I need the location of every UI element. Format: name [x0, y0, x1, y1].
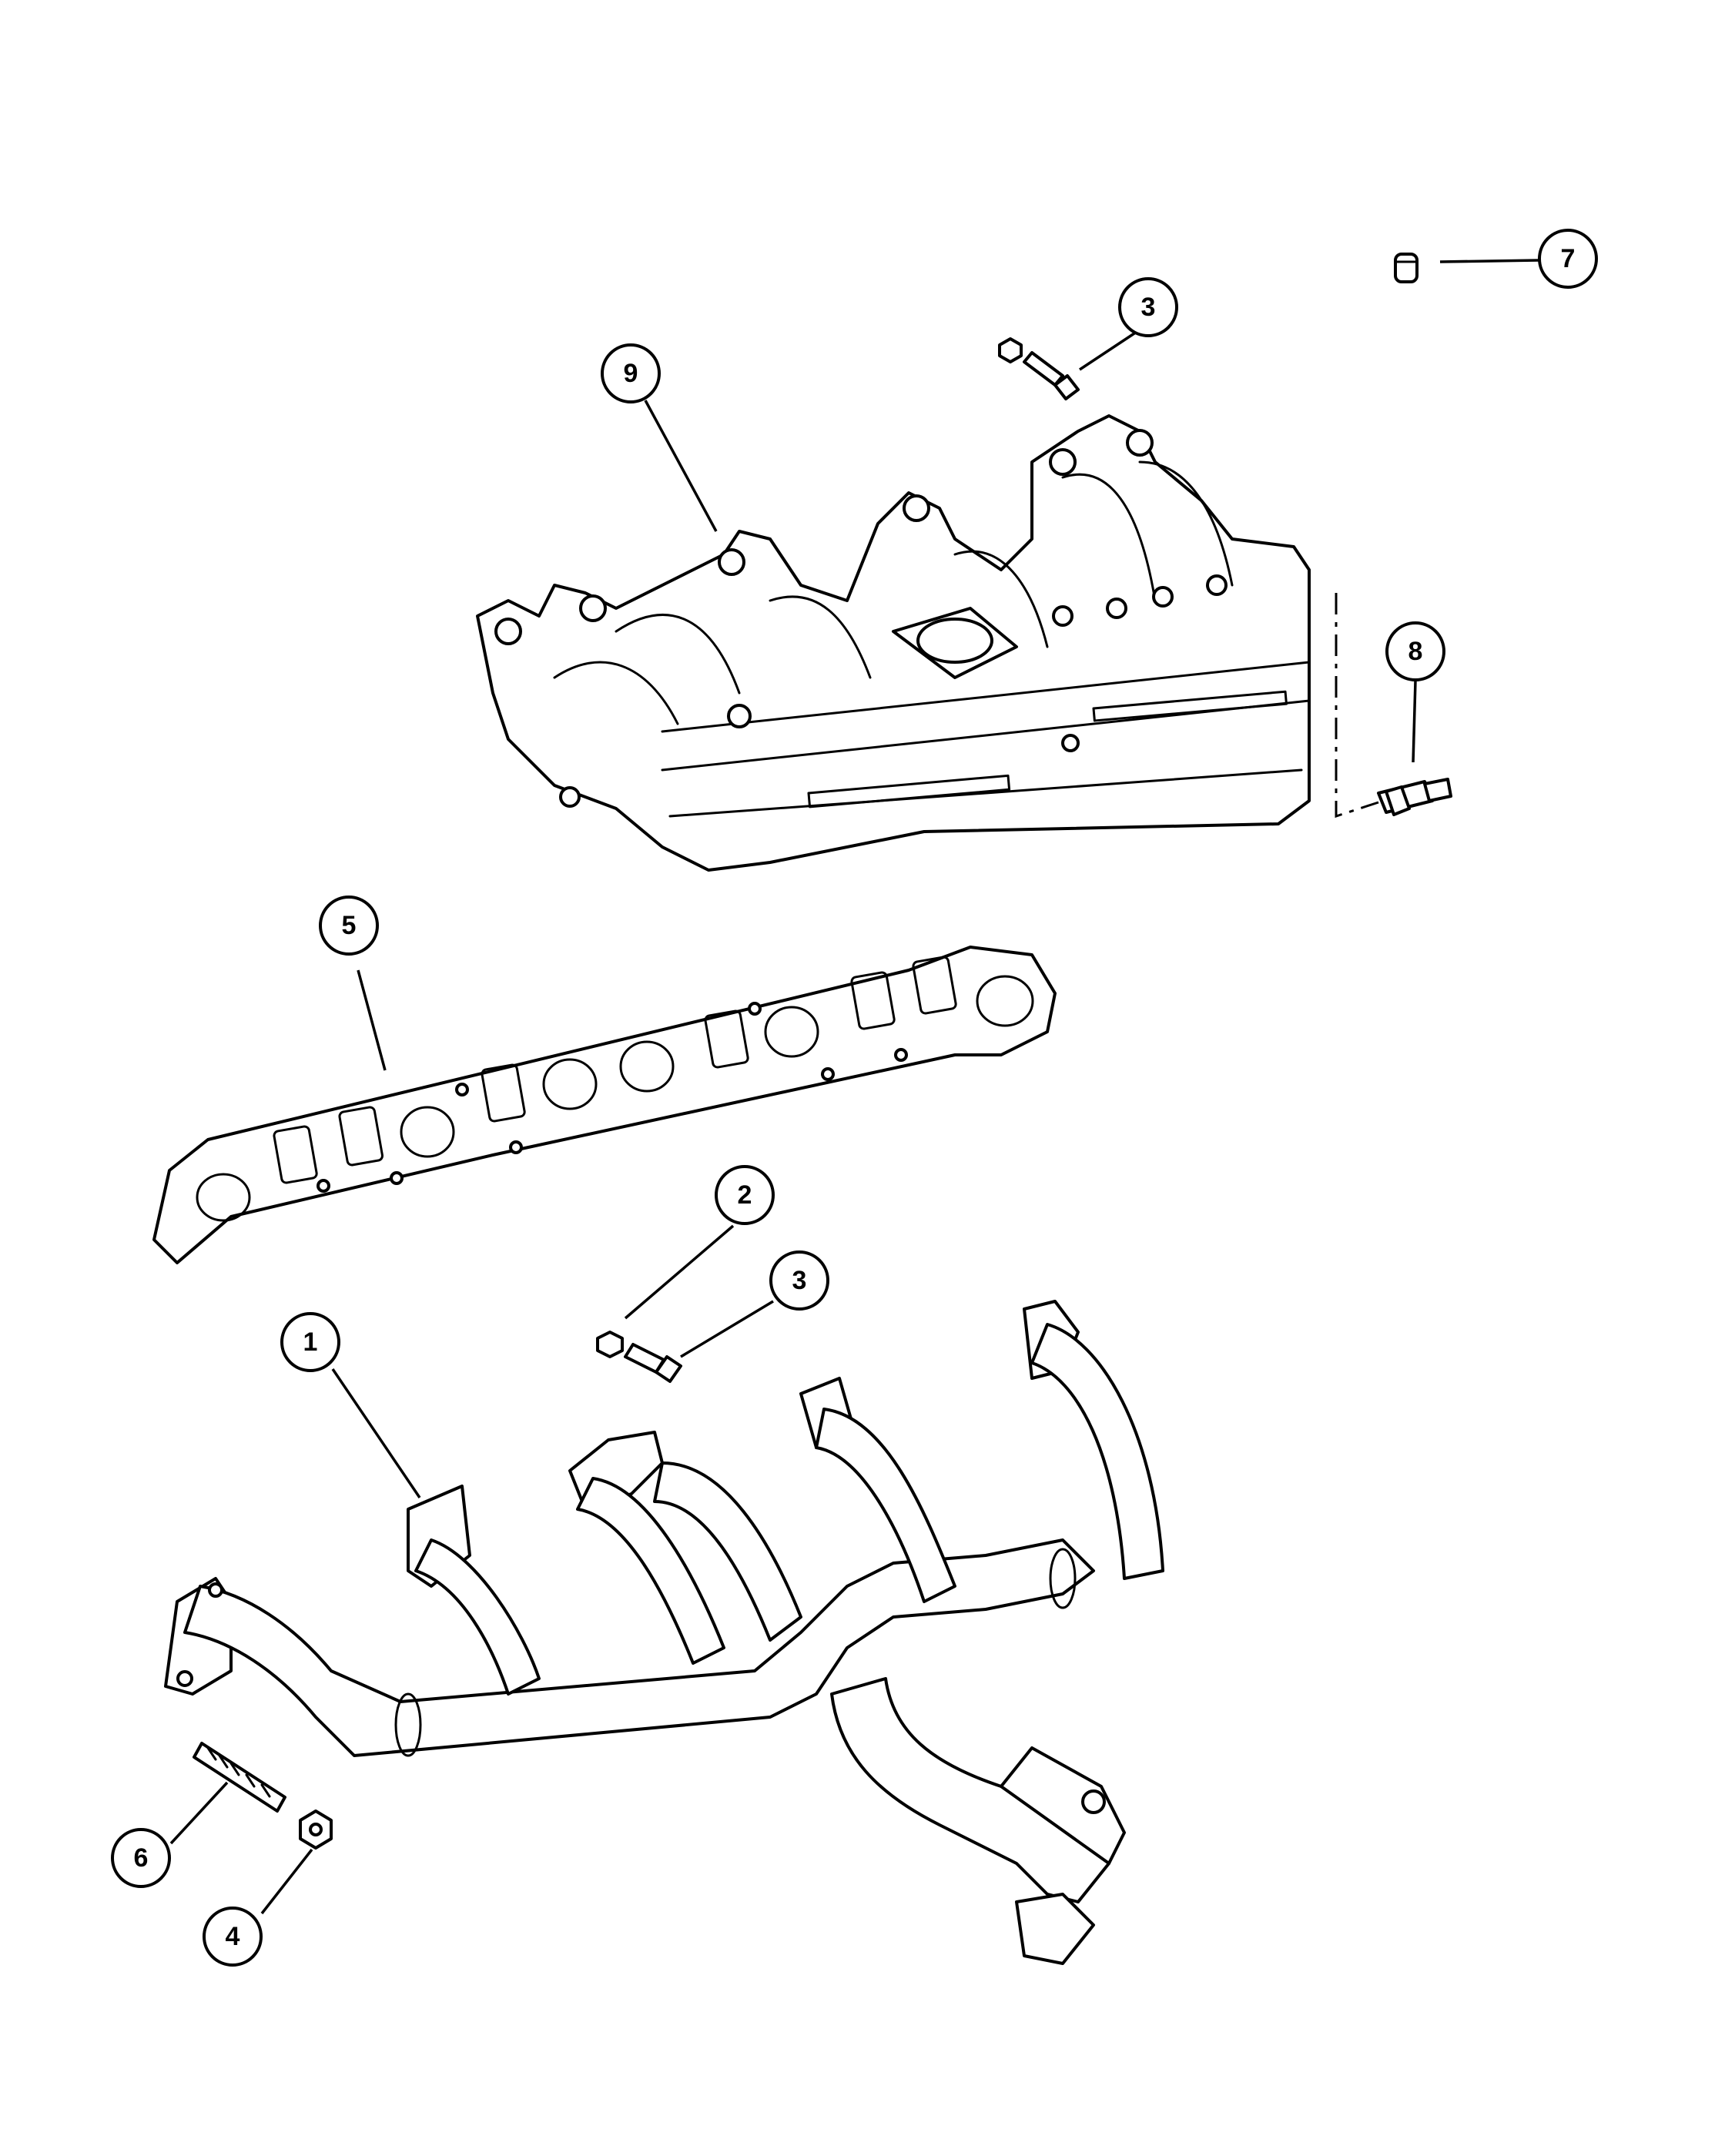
callout-3-upper-label: 3: [1141, 293, 1156, 322]
callout-7-label: 7: [1561, 244, 1576, 273]
callout-4-label: 4: [226, 1922, 240, 1951]
manifold-gasket: [152, 946, 1057, 1264]
callout-2-label: 2: [738, 1180, 752, 1210]
part-8-fitting: [1377, 778, 1452, 816]
part-6-stud: [193, 1742, 286, 1813]
intake-manifold: [476, 414, 1311, 872]
callout-8-label: 8: [1408, 637, 1423, 666]
leader-lines: [169, 259, 1539, 1915]
callout-5-label: 5: [342, 911, 357, 940]
part-7-plug: [1394, 253, 1419, 283]
callout-6: 6: [111, 1828, 171, 1888]
callout-3-upper: 3: [1118, 277, 1178, 337]
callout-1-label: 1: [303, 1327, 318, 1357]
callout-1: 1: [280, 1312, 340, 1372]
part-4-nut: [299, 1810, 333, 1850]
part-2-washer: [596, 1331, 624, 1358]
callout-6-label: 6: [134, 1843, 149, 1873]
exhaust-manifold: [164, 1300, 1164, 1965]
callout-5: 5: [319, 896, 379, 956]
callout-3-lower-label: 3: [792, 1266, 807, 1295]
callout-3-lower: 3: [769, 1250, 829, 1311]
callout-8: 8: [1385, 621, 1445, 681]
callout-9: 9: [601, 343, 661, 403]
part-3-bolt-lower: [624, 1343, 682, 1383]
callout-4: 4: [203, 1907, 263, 1967]
callout-9-label: 9: [624, 359, 638, 388]
part-3-bolt-upper: [998, 337, 1080, 400]
callout-2: 2: [715, 1165, 775, 1225]
callout-7: 7: [1538, 229, 1598, 289]
